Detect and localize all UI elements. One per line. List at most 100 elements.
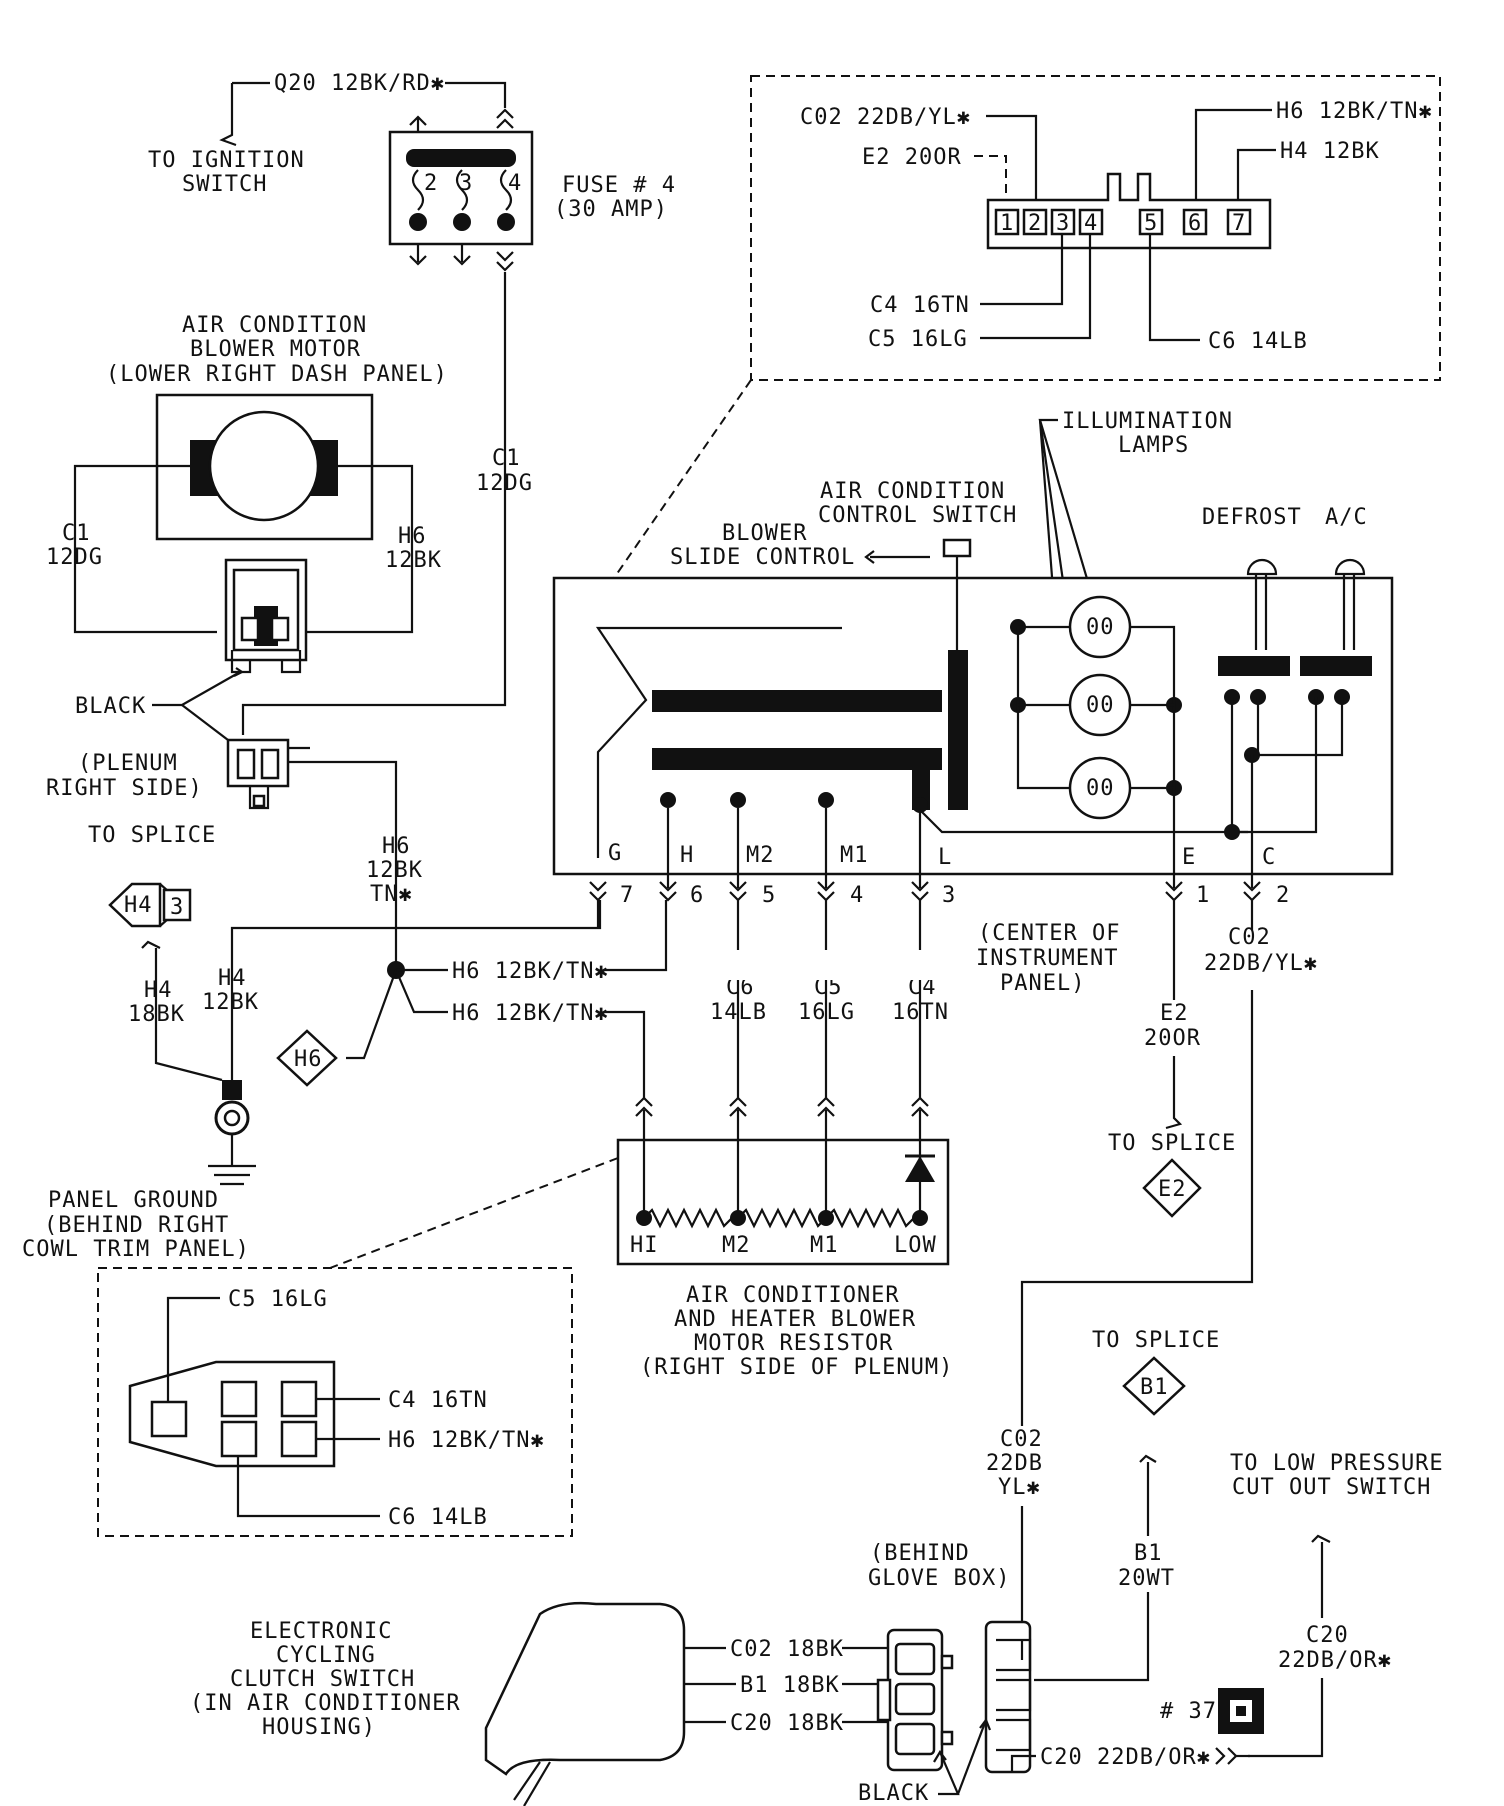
- switch-terminal-c: C: [1262, 845, 1276, 870]
- ignition-section: Q20 12BK/RD✱ TO IGNITION SWITCH 2 3 4 FU…: [148, 71, 676, 735]
- inset2-wire-c6: C6 14LB: [388, 1505, 488, 1530]
- h6-splice-section: H6 12BK/TN✱ H6 12BK/TN✱ H6: [276, 900, 668, 1098]
- switch-terminal-g: G: [608, 841, 622, 866]
- wire-label-h4-18bk-gauge: 18BK: [128, 1002, 185, 1027]
- plenum-side-label: RIGHT SIDE): [46, 776, 203, 801]
- inset1-wire-c4: C4 16TN: [870, 293, 970, 318]
- connector-pin-5: 5: [762, 883, 776, 908]
- inset1-pin-6: 6: [1188, 211, 1202, 236]
- wire-label-b1-top: B1: [1134, 1541, 1163, 1566]
- inset2-wire-c5: C5 16LG: [228, 1287, 328, 1312]
- wire-label-c02-vertical: C02: [1000, 1427, 1043, 1452]
- wire-label-h6-motor: H6: [398, 524, 427, 549]
- connector-pin-4: 4: [850, 883, 864, 908]
- ground-section: H4 3 H4 18BK H4 12BK PANEL GROUND (BEHIN…: [22, 882, 602, 1262]
- clutch-switch-location: (IN AIR CONDITIONER: [190, 1691, 461, 1716]
- inset1-pin-4: 4: [1084, 211, 1098, 236]
- lamp-label-3: 00: [1086, 776, 1115, 801]
- wire-label-c6-gauge: 14LB: [710, 1000, 767, 1025]
- center-instrument-label: (CENTER OF: [978, 921, 1120, 946]
- black-label-2: BLACK: [858, 1781, 929, 1806]
- lamp-label-2: 00: [1086, 693, 1115, 718]
- inset1-wire-c6: C6 14LB: [1208, 329, 1308, 354]
- blower-slide-label: BLOWER: [722, 521, 807, 546]
- inset1-wire-c02: C02 22DB/YL✱: [800, 105, 971, 130]
- resistor-title: AIR CONDITIONER: [686, 1283, 900, 1308]
- inset1-pin-2: 2: [1028, 211, 1042, 236]
- resistor-terminal-m2: M2: [722, 1233, 751, 1258]
- wire-label-c1-left-gauge: 12DG: [46, 545, 103, 570]
- resistor-box: [616, 1138, 950, 1266]
- plenum-label: (PLENUM: [78, 751, 178, 776]
- wire-label-c5-gauge: 16LG: [798, 1000, 855, 1025]
- to-ignition-label: TO IGNITION: [148, 148, 305, 173]
- low-pressure-label-2: CUT OUT SWITCH: [1232, 1475, 1431, 1500]
- blower-motor-location: (LOWER RIGHT DASH PANEL): [106, 362, 448, 387]
- clutch-wire-b1: B1 18BK: [740, 1673, 840, 1698]
- connector-pin-7: 7: [620, 883, 634, 908]
- switch-terminal-l: L: [938, 845, 952, 870]
- connector-pin-6: 6: [690, 883, 704, 908]
- center-instrument-label-3: PANEL): [1000, 971, 1085, 996]
- clutch-switch-section: (BEHIND GLOVE BOX) B1 20WT B1 20WT C20 2…: [190, 1454, 1391, 1806]
- ac-control-switch: ILLUMINATION LAMPS AIR CONDITION CONTROL…: [552, 409, 1394, 888]
- wire-label-c4-gauge: 16TN: [892, 1000, 949, 1025]
- connector-pin-1: 1: [1196, 883, 1210, 908]
- wire-label-h6-splice: H6: [382, 834, 411, 859]
- wire-label-c20: C20: [1306, 1623, 1349, 1648]
- switch-terminal-m1: M1: [840, 843, 869, 868]
- wire-label-h4-12bk-gauge: 12BK: [202, 990, 259, 1015]
- blower-motor-title: AIR CONDITION: [182, 313, 367, 338]
- switch-terminal-m2: M2: [746, 843, 775, 868]
- inset1-wire-h6: H6 12BK/TN✱: [1276, 99, 1433, 124]
- wire-label-c1-left: C1: [62, 521, 91, 546]
- h4-connector-pin: 3: [170, 895, 184, 920]
- fuse-terminal-4: 4: [508, 171, 522, 196]
- ac-control-switch-title-2: CONTROL SWITCH: [818, 503, 1017, 528]
- h6-splice-tag: H6: [294, 1047, 323, 1072]
- clutch-switch-location-2: HOUSING): [262, 1715, 376, 1740]
- ac-control-switch-title: AIR CONDITION: [820, 479, 1005, 504]
- wire-label-h6-upper: H6 12BK/TN✱: [452, 959, 609, 984]
- clutch-wire-c20: C20 18BK: [730, 1711, 844, 1736]
- clutch-switch-title-2: CYCLING: [276, 1643, 376, 1668]
- wire-label-c02-right-gauge: 22DB/YL✱: [1204, 951, 1318, 976]
- inset2-wire-c4: C4 16TN: [388, 1388, 488, 1413]
- switch-terminal-h: H: [680, 843, 694, 868]
- inset1-pin-7: 7: [1232, 211, 1246, 236]
- wire-label-e2-gauge: 20OR: [1144, 1026, 1201, 1051]
- fuse-terminal-2: 2: [424, 171, 438, 196]
- inset1-wire-c5: C5 16LG: [868, 327, 968, 352]
- wire-label-q20: Q20 12BK/RD✱: [274, 71, 445, 96]
- wire-label-c02-vertical-color: YL✱: [998, 1475, 1041, 1500]
- resistor-terminal-hi: HI: [630, 1233, 659, 1258]
- inset1-pin-1: 1: [1000, 211, 1014, 236]
- e2-splice-tag: E2: [1158, 1177, 1187, 1202]
- fuse-label: FUSE # 4: [562, 173, 676, 198]
- blower-motor-title-2: BLOWER MOTOR: [190, 337, 361, 362]
- panel-ground-label: PANEL GROUND: [48, 1188, 219, 1213]
- black-label-1: BLACK: [75, 694, 146, 719]
- inset1-pin-5: 5: [1144, 211, 1158, 236]
- resistor-terminal-low: LOW: [894, 1233, 937, 1258]
- inset1-wire-e2: E2 20OR: [862, 145, 962, 170]
- resistor-location: (RIGHT SIDE OF PLENUM): [640, 1355, 953, 1380]
- wire-label-h4-18bk: H4: [144, 978, 173, 1003]
- defrost-label: DEFROST: [1202, 505, 1302, 530]
- clutch-switch-title-3: CLUTCH SWITCH: [230, 1667, 415, 1692]
- clutch-switch-title: ELECTRONIC: [250, 1619, 392, 1644]
- relay-number: # 37: [1160, 1699, 1217, 1724]
- resistor-terminal-m1: M1: [810, 1233, 839, 1258]
- glove-box-label-2: GLOVE BOX): [868, 1566, 1010, 1591]
- blower-motor-section: AIR CONDITION BLOWER MOTOR (LOWER RIGHT …: [46, 313, 448, 674]
- b1-splice-tag: B1: [1140, 1375, 1169, 1400]
- to-splice-label-e2: TO SPLICE: [1108, 1131, 1236, 1156]
- resistor-title-3: MOTOR RESISTOR: [694, 1331, 893, 1356]
- panel-ground-location: (BEHIND RIGHT: [44, 1213, 229, 1238]
- clutch-switch-housing: [484, 1601, 686, 1776]
- inset1-wire-h4: H4 12BK: [1280, 139, 1380, 164]
- wire-label-h6-splice-gauge: 12BK: [366, 858, 423, 883]
- connector-pin-2: 2: [1276, 883, 1290, 908]
- inset1-pin-3: 3: [1056, 211, 1070, 236]
- illumination-label-2: LAMPS: [1118, 433, 1189, 458]
